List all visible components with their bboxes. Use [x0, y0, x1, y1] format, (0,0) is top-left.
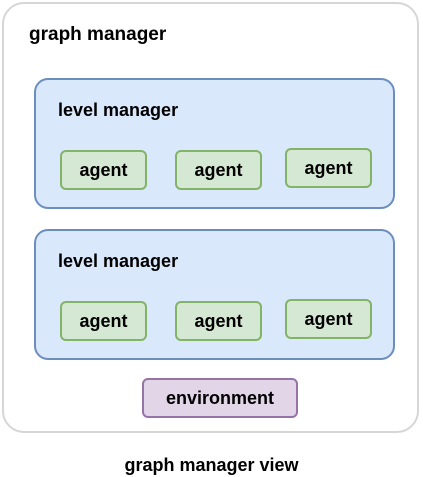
level-1-agent-2: agent — [175, 150, 262, 190]
diagram-caption: graph manager view — [124, 455, 299, 475]
level-1-agent-1: agent — [60, 150, 147, 190]
level-manager-2: level manager agent agent agent — [34, 229, 395, 360]
level-2-agent-2: agent — [175, 301, 262, 341]
level-1-agent-3: agent — [285, 148, 372, 188]
level-2-agent-1: agent — [60, 301, 147, 341]
environment-box: environment — [142, 378, 298, 418]
graph-manager-container: graph manager level manager agent agent … — [2, 2, 419, 433]
level-2-agent-3: agent — [285, 299, 372, 339]
level-manager-1-title: level manager — [58, 100, 179, 120]
graph-manager-title: graph manager — [29, 24, 167, 45]
level-manager-2-title: level manager — [58, 251, 179, 271]
level-manager-1: level manager agent agent agent — [34, 78, 395, 209]
